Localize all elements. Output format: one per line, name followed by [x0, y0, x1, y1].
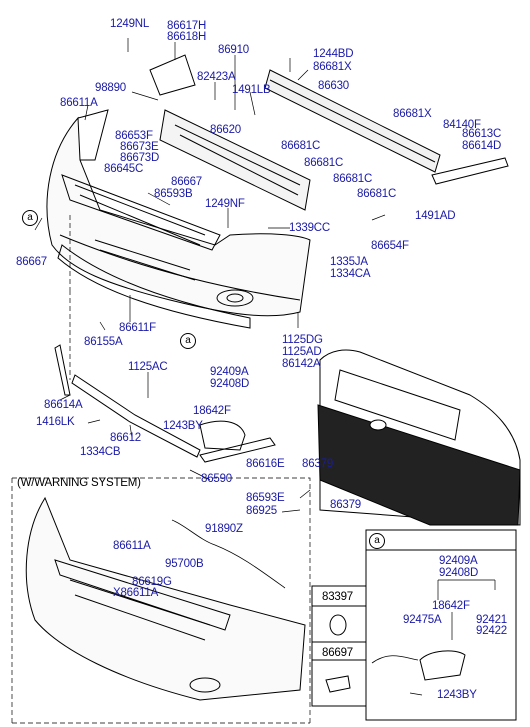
label-86379-top: 86379	[302, 458, 333, 470]
label-1491LB: 1491LB	[232, 84, 271, 96]
label-86620: 86620	[210, 124, 241, 136]
energy-absorber	[159, 109, 311, 211]
label-86681C-1: 86681C	[281, 140, 321, 152]
label-86653F: 86653F	[115, 130, 153, 142]
label-1243BY-inset: 1243BY	[437, 689, 477, 701]
side-box-item2: 86697	[322, 647, 353, 659]
label-92408D-inset: 92408D	[439, 567, 479, 579]
label-86611A-top: 86611A	[60, 97, 98, 109]
label-86630: 86630	[318, 80, 349, 92]
warning-system-caption: (W/WARNING SYSTEM)	[17, 477, 141, 489]
inset-a-tag: a	[369, 533, 385, 549]
label-1334CA: 1334CA	[330, 268, 371, 280]
label-86673E: 86673E	[120, 141, 159, 153]
label-86155A: 86155A	[84, 336, 123, 348]
label-92422: 92422	[476, 625, 507, 637]
label-86681C-3: 86681C	[333, 173, 373, 185]
label-91890Z: 91890Z	[205, 523, 243, 535]
label-86618H: 86618H	[167, 31, 207, 43]
label-86681C-4: 86681C	[357, 188, 397, 200]
label-86593E: 86593E	[246, 492, 285, 504]
label-18642F-inset: 18642F	[432, 600, 470, 612]
bumper-cover-main	[46, 116, 311, 317]
label-86590: 86590	[201, 473, 232, 485]
label-1244BD: 1244BD	[313, 48, 354, 60]
label-1243BY: 1243BY	[163, 420, 203, 432]
side-box-item1: 83397	[322, 591, 353, 603]
label-86681X-top: 86681X	[313, 61, 352, 73]
label-86593B: 86593B	[154, 188, 193, 200]
label-18642F: 18642F	[193, 405, 231, 417]
label-86925: 86925	[246, 505, 277, 517]
label-1249NL: 1249NL	[110, 18, 150, 30]
label-92408D: 92408D	[210, 378, 250, 390]
label-1125AC: 1125AC	[128, 361, 168, 373]
label-86910: 86910	[218, 44, 249, 56]
label-86611A-warning: 86611A	[113, 540, 151, 552]
label-86645C: 86645C	[104, 163, 144, 175]
label-92409A-inset: 92409A	[439, 555, 478, 567]
label-86612: 86612	[110, 432, 141, 444]
label-92421: 92421	[476, 614, 507, 626]
label-92409A: 92409A	[210, 366, 249, 378]
label-1416LK: 1416LK	[36, 416, 75, 428]
label-86667-top: 86667	[171, 176, 202, 188]
label-86613C: 86613C	[462, 128, 502, 140]
label-86654F: 86654F	[371, 240, 409, 252]
label-X86611A: X86611A	[113, 587, 159, 599]
label-84140F: 84140F	[443, 119, 481, 131]
callout-a-mid: a	[180, 333, 196, 349]
label-86619G: 86619G	[132, 576, 172, 588]
label-86681X-right: 86681X	[393, 108, 432, 120]
label-86681C-2: 86681C	[304, 157, 344, 169]
label-1249NF: 1249NF	[205, 198, 245, 210]
label-86617H: 86617H	[167, 20, 207, 32]
label-1334CB: 1334CB	[80, 446, 121, 458]
label-86379-bottom: 86379	[330, 499, 361, 511]
callout-a-top: a	[22, 210, 38, 226]
label-86667-left: 86667	[16, 256, 47, 268]
label-86614A: 86614A	[44, 399, 83, 411]
bumper-cover-warning	[25, 496, 306, 701]
label-86142A: 86142A	[282, 358, 321, 370]
lower-lip	[57, 244, 251, 329]
label-98890: 98890	[95, 82, 126, 94]
label-86611F: 86611F	[119, 322, 156, 334]
label-1335JA: 1335JA	[330, 256, 368, 268]
label-86616E: 86616E	[246, 458, 285, 470]
label-95700B: 95700B	[165, 558, 204, 570]
vehicle-bumper-dark	[317, 404, 521, 526]
label-1125AD: 1125AD	[282, 346, 322, 358]
label-1339CC: 1339CC	[289, 222, 330, 234]
label-86673D: 86673D	[120, 152, 160, 164]
label-1491AD: 1491AD	[415, 210, 456, 222]
label-86614D: 86614D	[462, 140, 502, 152]
label-82423A: 82423A	[197, 71, 236, 83]
label-92475A: 92475A	[403, 614, 442, 626]
label-1125DG: 1125DG	[282, 334, 323, 346]
